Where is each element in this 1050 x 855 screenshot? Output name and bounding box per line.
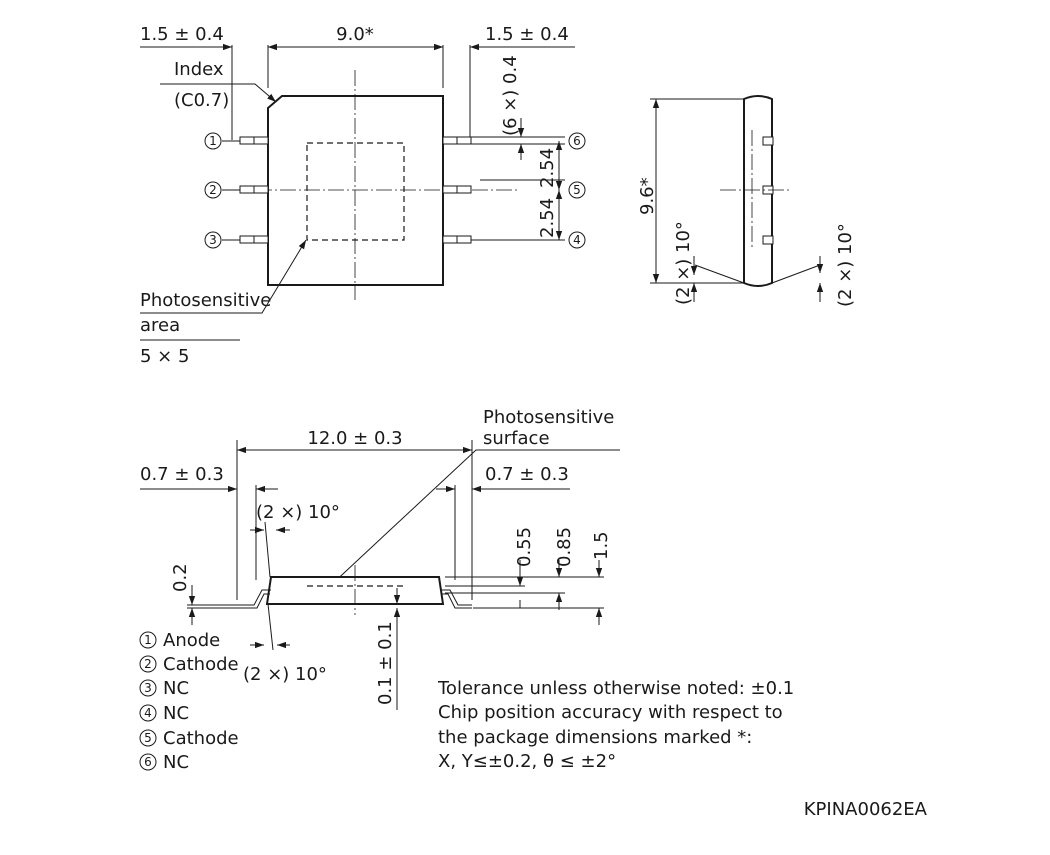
legend-number: 4	[144, 706, 152, 720]
dim-pitch-lower: 2.54	[537, 198, 558, 238]
dim-left-margin: 1.5 ± 0.4	[140, 24, 224, 45]
legend-pin-name: NC	[163, 752, 189, 773]
angle-top: (2 ×) 10°	[256, 502, 340, 523]
angle-line	[771, 264, 821, 284]
note-line: Tolerance unless otherwise noted: ±0.1	[437, 678, 794, 699]
legend-number-circle	[139, 679, 157, 697]
photosensitive-leader	[140, 239, 307, 314]
pin-number: 4	[573, 233, 581, 247]
angle-line	[694, 264, 745, 284]
angle-left: (2 ×) 10°	[673, 221, 694, 305]
top-view: 1.5 ± 0.4 9.0* 1.5 ± 0.4 Index (C0.7)	[140, 24, 586, 367]
pin-number-circle	[568, 132, 586, 150]
legend-pin-name: NC	[163, 678, 189, 699]
dim-pin-width: (6 ×) 0.4	[500, 55, 521, 136]
note-line: Chip position accuracy with respect to	[438, 702, 783, 723]
legend-number-circle	[139, 631, 157, 649]
legend-number-circle	[139, 655, 157, 673]
notes: Tolerance unless otherwise noted: ±0.1 C…	[437, 678, 794, 772]
pin-number-circle	[204, 132, 222, 150]
dim-standoff: 0.1 ± 0.1	[375, 621, 396, 705]
right-lead	[441, 589, 472, 606]
front-view: Photosensitive surface 12.0 ± 0.3 0.7 ± …	[140, 407, 620, 710]
left-lead	[238, 593, 270, 609]
note-line: X, Y≤±0.2, θ ≤ ±2°	[438, 751, 616, 772]
angle-bottom: (2 ×) 10°	[243, 664, 327, 685]
dim-pitch-upper: 2.54	[537, 148, 558, 188]
dim-0-85: 0.85	[554, 527, 575, 567]
dim-lead-thickness: 0.2	[170, 563, 191, 592]
index-chamfer: (C0.7)	[174, 90, 229, 111]
photosensitive-label-1: Photosensitive	[140, 290, 271, 311]
note-line: the package dimensions marked *:	[438, 727, 752, 748]
legend-number-circle	[139, 729, 157, 747]
index-label: Index	[174, 59, 224, 80]
surface-label-1: Photosensitive	[483, 407, 614, 428]
dim-right-margin: 1.5 ± 0.4	[485, 24, 569, 45]
pin-number: 1	[209, 134, 217, 148]
legend-number-circle	[139, 753, 157, 771]
legend-pin-name: NC	[163, 703, 189, 724]
legend-number: 6	[144, 755, 152, 769]
package-body	[267, 95, 444, 286]
pin-number: 6	[573, 134, 581, 148]
right-pins: 6 5 4	[442, 132, 586, 249]
surface-leader	[329, 449, 620, 587]
legend-number: 1	[144, 633, 152, 647]
pin-number-circle	[568, 181, 586, 199]
left-lead	[238, 589, 271, 606]
pin-number: 5	[573, 183, 581, 197]
legend-number: 5	[144, 731, 152, 745]
legend-pin-name: Cathode	[163, 654, 239, 675]
drawing-code: KPINA0062EA	[804, 799, 928, 820]
dim-1-5: 1.5	[591, 531, 612, 560]
right-lead	[442, 593, 472, 609]
pin-legend: 1 Anode 2 Cathode 3 NC 4 NC 5 Cathode 6 …	[139, 630, 239, 773]
pin-number: 2	[209, 183, 217, 197]
photosensitive-size: 5 × 5	[140, 346, 189, 367]
legend-number-circle	[139, 704, 157, 722]
side-pin	[762, 136, 774, 146]
left-pins: 1 2 3	[204, 132, 269, 249]
surface-label-2: surface	[483, 428, 550, 449]
pin-number-circle	[204, 231, 222, 249]
dim-height: 9.6*	[637, 177, 658, 215]
index-leader	[160, 83, 277, 103]
angle-line	[264, 521, 271, 578]
legend-number: 3	[144, 681, 152, 695]
photosensitive-label-2: area	[140, 315, 180, 336]
pin-number-circle	[204, 181, 222, 199]
angle-line	[267, 603, 274, 651]
legend-number: 2	[144, 657, 152, 671]
pin-number: 3	[209, 233, 217, 247]
legend-pin-name: Cathode	[163, 728, 239, 749]
photosensitive-area	[306, 142, 405, 241]
dim-right-lead: 0.7 ± 0.3	[485, 464, 569, 485]
side-pin	[762, 235, 774, 245]
dim-left-lead: 0.7 ± 0.3	[140, 464, 224, 485]
pin-number-circle	[568, 231, 586, 249]
legend-pin-name: Anode	[163, 630, 220, 651]
angle-right: (2 ×) 10°	[835, 223, 856, 307]
dim-length: 12.0 ± 0.3	[307, 428, 402, 449]
dim-0-55: 0.55	[514, 527, 535, 567]
side-view: 9.6* (2 ×) 10° (2 ×) 10°	[637, 95, 856, 307]
dim-width: 9.0*	[336, 24, 374, 45]
